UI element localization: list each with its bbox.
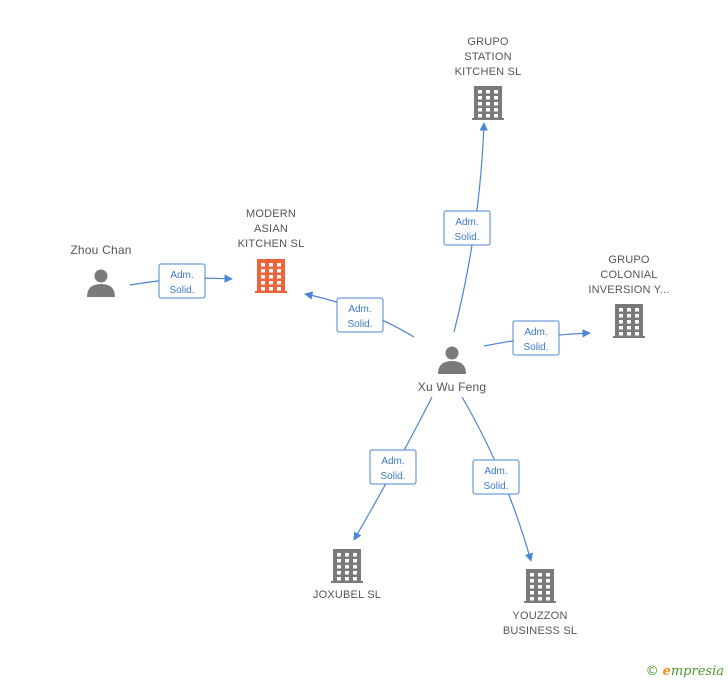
building-icon <box>524 569 556 603</box>
node-youzzon[interactable]: YOUZZON BUSINESS SL <box>503 569 577 637</box>
edge-badge-text: Adm. <box>381 456 404 467</box>
building-icon <box>331 549 363 583</box>
node-joxubel[interactable]: JOXUBEL SL <box>313 549 381 601</box>
edge-badge-text: Solid. <box>169 285 194 296</box>
edge-badge-box <box>512 320 560 356</box>
brand-footer: ©empresia <box>646 664 724 679</box>
node-label: COLONIAL <box>600 269 657 281</box>
edge-badge-box <box>443 210 491 246</box>
edge-badge-text: Adm. <box>484 466 507 477</box>
edge-badge-box <box>472 459 520 495</box>
node-label: STATION <box>464 51 511 63</box>
edge-badge-text: Solid. <box>347 319 372 330</box>
node-label: Xu Wu Feng <box>418 380 486 394</box>
edge-badge-text: Solid. <box>380 471 405 482</box>
copyright-icon: © <box>645 664 659 679</box>
node-label: GRUPO <box>467 36 509 48</box>
edge-badge-xu_wu_feng-to-modern_asian[interactable]: Adm. Solid. <box>336 297 384 333</box>
person-icon <box>438 346 466 374</box>
building-icon <box>255 259 287 293</box>
node-label: BUSINESS SL <box>503 625 577 637</box>
node-label: Zhou Chan <box>70 243 131 257</box>
edge-badge-box <box>158 263 206 299</box>
edge-badge-box <box>336 297 384 333</box>
node-label: YOUZZON <box>512 610 567 622</box>
edge-badge-xu_wu_feng-to-grupo_colonial[interactable]: Adm. Solid. <box>512 320 560 356</box>
edge-badge-text: Solid. <box>523 342 548 353</box>
nodes-layer: GRUPO STATION KITCHEN SL MODERN ASIAN KITCHEN… <box>70 36 669 637</box>
building-icon <box>472 86 504 120</box>
node-label: MODERN <box>246 208 296 220</box>
edge-badge-zhou_chan-to-modern_asian[interactable]: Adm. Solid. <box>158 263 206 299</box>
node-grupo-colonial[interactable]: GRUPO COLONIAL INVERSION Y... <box>588 254 669 338</box>
edge-badge-xu_wu_feng-to-joxubel[interactable]: Adm. Solid. <box>369 449 417 485</box>
edge-badge-xu_wu_feng-to-grupo_station[interactable]: Adm. Solid. <box>443 210 491 246</box>
person-icon <box>87 269 115 297</box>
edges-layer: Adm. Solid. Adm. Solid. Adm. Solid. Adm. Solid.… <box>129 122 591 562</box>
node-label: KITCHEN SL <box>455 66 522 78</box>
edge-badge-box <box>369 449 417 485</box>
node-xu-wu-feng[interactable]: Xu Wu Feng <box>418 346 486 395</box>
node-grupo-station[interactable]: GRUPO STATION KITCHEN SL <box>455 36 522 120</box>
node-label: INVERSION Y... <box>588 284 669 296</box>
edge-badge-text: Solid. <box>483 481 508 492</box>
building-icon <box>613 304 645 338</box>
edge-badge-text: Solid. <box>454 232 479 243</box>
edge-badge-text: Adm. <box>170 270 193 281</box>
node-label: ASIAN <box>254 223 288 235</box>
node-zhou-chan[interactable]: Zhou Chan <box>70 243 131 297</box>
edge-badge-text: Adm. <box>524 327 547 338</box>
node-modern-asian[interactable]: MODERN ASIAN KITCHEN SL <box>238 208 305 293</box>
brand-name: mpresia <box>670 664 724 679</box>
brand-initial: e <box>662 664 671 679</box>
node-label: GRUPO <box>608 254 650 266</box>
node-label: KITCHEN SL <box>238 238 305 250</box>
edge-badge-xu_wu_feng-to-youzzon[interactable]: Adm. Solid. <box>472 459 520 495</box>
edge-badge-text: Adm. <box>348 304 371 315</box>
edge-badge-text: Adm. <box>455 217 478 228</box>
node-label: JOXUBEL SL <box>313 589 381 601</box>
